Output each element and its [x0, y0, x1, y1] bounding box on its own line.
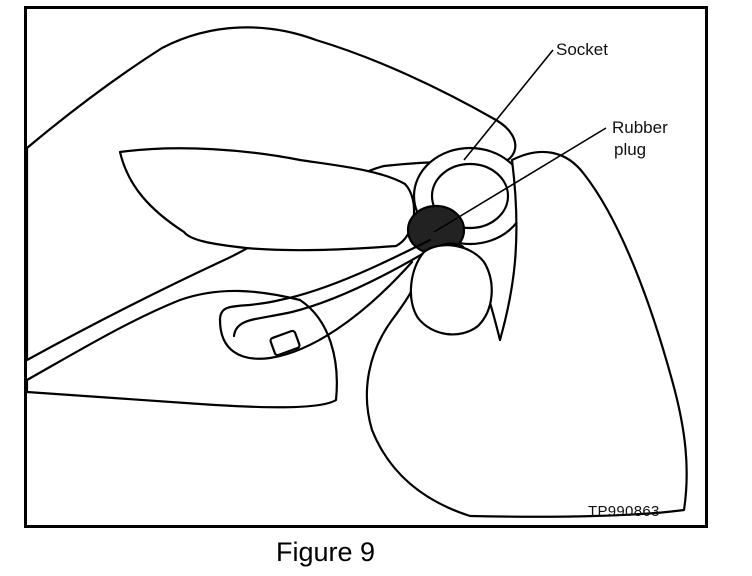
wire-harness [218, 238, 432, 360]
left-palm [25, 289, 338, 409]
socket-label: Socket [556, 40, 608, 59]
right-fingertip [409, 244, 493, 336]
plug-leader [433, 127, 607, 233]
socket-leader [463, 49, 554, 161]
rubber-plug-label-line2: plug [614, 140, 647, 159]
figure-code: TP990863 [588, 503, 660, 520]
wire-clip [269, 329, 301, 357]
figure-caption: Figure 9 [276, 537, 376, 567]
left-thumb [118, 147, 416, 252]
rubber-plug-label-line1: Rubber [612, 118, 668, 137]
